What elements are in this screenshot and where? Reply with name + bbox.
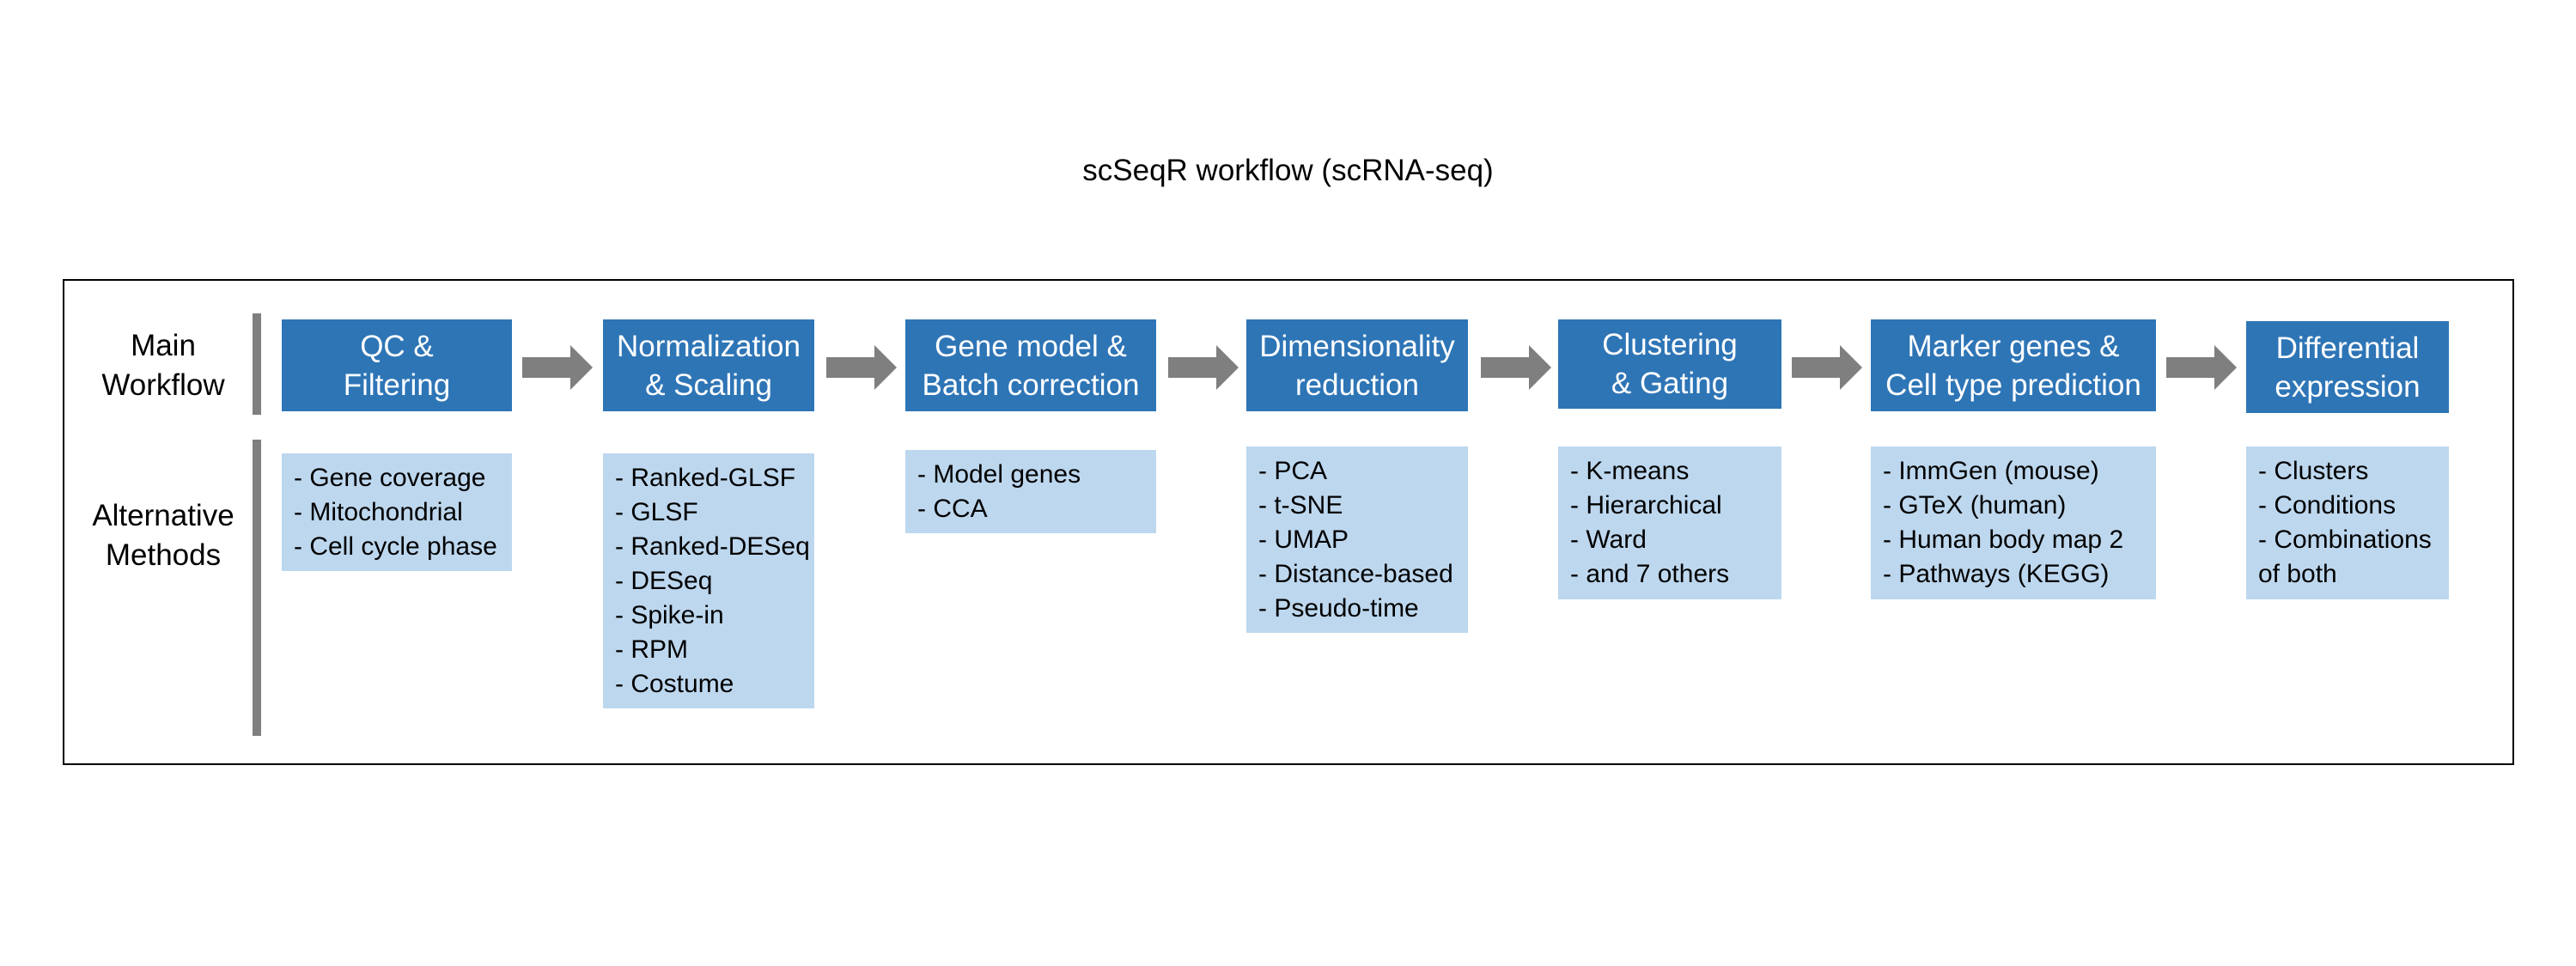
methods-qc-filtering: - Gene coverage - Mitochondrial - Cell c… <box>282 453 512 571</box>
alternative-methods-label-line-1: Alternative <box>92 499 234 532</box>
method-item: - GTeX (human) <box>1883 491 2067 519</box>
main-row-divider <box>253 313 261 415</box>
step-label-line: Cell type prediction <box>1885 368 2141 402</box>
method-item: - Conditions <box>2258 491 2396 519</box>
step-label-line: Dimensionality <box>1259 329 1455 363</box>
method-item: - Ranked-GLSF <box>615 464 796 492</box>
step-dimensionality-reduction: Dimensionality reduction <box>1246 319 1468 411</box>
main-workflow-row-label: Main Workflow <box>77 326 249 405</box>
method-item: - Mitochondrial <box>294 498 463 526</box>
method-item: - PCA <box>1258 457 1328 485</box>
step-differential-expression: Differential expression <box>2246 321 2449 413</box>
step-label-line: reduction <box>1295 368 1419 402</box>
method-item: - Ward <box>1570 526 1647 554</box>
alternative-row-divider <box>253 440 261 736</box>
method-item: - Pathways (KEGG) <box>1883 560 2110 588</box>
methods-dimensionality-reduction: - PCA - t-SNE - UMAP - Distance-based - … <box>1246 447 1468 633</box>
methods-marker-genes-cell-type-prediction: - ImmGen (mouse) - GTeX (human) - Human … <box>1871 447 2156 599</box>
step-label-line: Gene model & <box>935 329 1127 363</box>
method-item: - Spike-in <box>615 601 724 629</box>
method-item: - DESeq <box>615 567 713 595</box>
arrow-right-icon <box>1792 345 1862 390</box>
step-gene-model-batch-correction: Gene model & Batch correction <box>905 319 1156 411</box>
main-workflow-label-line-2: Workflow <box>101 368 225 402</box>
method-item: - Distance-based <box>1258 560 1453 588</box>
workflow-frame <box>63 279 2514 765</box>
method-item: - RPM <box>615 635 688 664</box>
method-item: - Costume <box>615 670 734 698</box>
main-workflow-label-line-1: Main <box>131 329 196 362</box>
method-item: - Human body map 2 <box>1883 526 2124 554</box>
step-label-line: & Gating <box>1611 367 1729 400</box>
methods-gene-model-batch-correction: - Model genes - CCA <box>905 450 1156 533</box>
step-normalization-scaling: Normalization & Scaling <box>603 319 814 411</box>
step-label-line: Marker genes & <box>1907 329 2120 363</box>
step-label-line: Clustering <box>1602 328 1738 361</box>
method-item: - UMAP <box>1258 526 1349 554</box>
arrow-right-icon <box>1168 345 1239 390</box>
step-label-line: Batch correction <box>922 368 1140 402</box>
step-label-line: Filtering <box>343 368 451 402</box>
arrow-right-icon <box>826 345 897 390</box>
method-item: - Combinations <box>2258 526 2432 554</box>
methods-differential-expression: - Clusters - Conditions - Combinations o… <box>2246 447 2449 599</box>
method-item: - Pseudo-time <box>1258 594 1419 623</box>
method-item: - ImmGen (mouse) <box>1883 457 2099 485</box>
step-label-line: Normalization <box>617 329 801 363</box>
arrow-right-icon <box>522 345 593 390</box>
methods-normalization-scaling: - Ranked-GLSF - GLSF - Ranked-DESeq - DE… <box>603 453 814 708</box>
step-label-line: & Scaling <box>645 368 772 402</box>
method-item: - Gene coverage <box>294 464 486 492</box>
method-item: - CCA <box>917 495 988 523</box>
step-qc-filtering: QC & Filtering <box>282 319 512 411</box>
alternative-methods-label-line-2: Methods <box>105 538 222 572</box>
method-item: - and 7 others <box>1570 560 1730 588</box>
method-item: - t-SNE <box>1258 491 1343 519</box>
method-item: of both <box>2258 560 2337 588</box>
step-label-line: QC & <box>360 329 434 363</box>
methods-clustering-gating: - K-means - Hierarchical - Ward - and 7 … <box>1558 447 1781 599</box>
method-item: - Clusters <box>2258 457 2369 485</box>
step-marker-genes-cell-type-prediction: Marker genes & Cell type prediction <box>1871 319 2156 411</box>
alternative-methods-row-label: Alternative Methods <box>77 496 249 575</box>
method-item: - Model genes <box>917 460 1081 489</box>
arrow-right-icon <box>1481 345 1551 390</box>
method-item: - Cell cycle phase <box>294 532 497 561</box>
method-item: - GLSF <box>615 498 698 526</box>
diagram-title: scSeqR workflow (scRNA-seq) <box>1082 154 1494 187</box>
arrow-right-icon <box>2166 345 2237 390</box>
method-item: - Ranked-DESeq <box>615 532 810 561</box>
step-label-line: expression <box>2275 369 2421 404</box>
method-item: - Hierarchical <box>1570 491 1722 519</box>
step-clustering-gating: Clustering & Gating <box>1558 319 1781 409</box>
step-label-line: Differential <box>2275 331 2420 365</box>
method-item: - K-means <box>1570 457 1690 485</box>
